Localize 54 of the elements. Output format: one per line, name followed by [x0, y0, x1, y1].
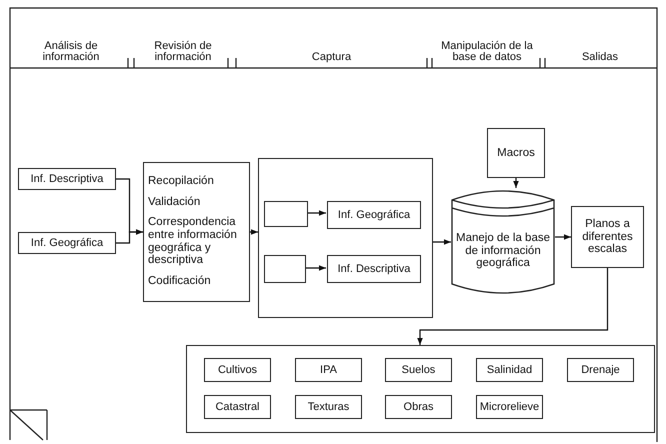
arrow: [307, 210, 326, 216]
node-label: Suelos: [402, 364, 436, 376]
node-label: Macros: [497, 146, 535, 160]
arrow: [433, 239, 451, 245]
process-box: [385, 358, 452, 382]
column-header: Captura: [312, 52, 352, 64]
arrow: [116, 229, 143, 244]
process-box: [327, 255, 421, 283]
column-header: Salidas: [582, 52, 618, 64]
process-box: [18, 168, 116, 190]
arrow: [513, 178, 519, 188]
container-box: [264, 201, 308, 227]
step-text: Codificación: [148, 274, 211, 288]
node-label: Microrelieve: [480, 400, 540, 414]
container-box: [186, 345, 655, 433]
node-label: Drenaje: [581, 364, 620, 376]
node-label: Obras: [404, 400, 434, 414]
arrow: [250, 229, 258, 235]
node-label: Planos a diferentes escalas: [581, 218, 634, 256]
arrow: [555, 234, 571, 240]
database-cylinder: [451, 188, 555, 296]
arrow: [417, 268, 608, 345]
container-box: [258, 158, 433, 318]
process-box: [571, 206, 644, 268]
column-header: Revisión de información: [153, 40, 213, 64]
step-text: Recopilación: [148, 175, 214, 188]
node-label: IPA: [320, 364, 337, 376]
node-label: Manejo de la base de información geográfica: [455, 232, 551, 270]
node-label: Cultivos: [218, 364, 258, 376]
process-box: [295, 358, 362, 382]
arrow: [305, 265, 326, 271]
container-box: [264, 255, 306, 283]
node-label: Salinidad: [486, 364, 532, 376]
process-box: [567, 358, 634, 382]
process-box: [476, 358, 543, 382]
process-box: [204, 395, 271, 419]
step-text: Validación: [148, 196, 200, 208]
process-box: [295, 395, 362, 419]
node-label: Inf. Geográfica: [338, 208, 410, 222]
node-label: Inf. Descriptiva: [30, 172, 104, 186]
process-box: [476, 395, 543, 419]
process-box: [385, 395, 452, 419]
column-header: Manipulación de la base de datos: [440, 40, 534, 64]
process-box: [143, 162, 250, 302]
process-box: [487, 128, 545, 178]
process-box: [327, 201, 421, 229]
node-label: Texturas: [308, 400, 350, 414]
node-label: Inf. Descriptiva: [338, 262, 410, 276]
column-header: Análisis de información: [42, 40, 100, 64]
node-label: Inf. Geográfica: [30, 236, 104, 250]
process-box: [204, 358, 271, 382]
node-label: Catastral: [215, 400, 260, 414]
step-text: Correspondencia entre información geográfica y descriptiva: [148, 216, 238, 267]
process-box: [18, 232, 116, 254]
